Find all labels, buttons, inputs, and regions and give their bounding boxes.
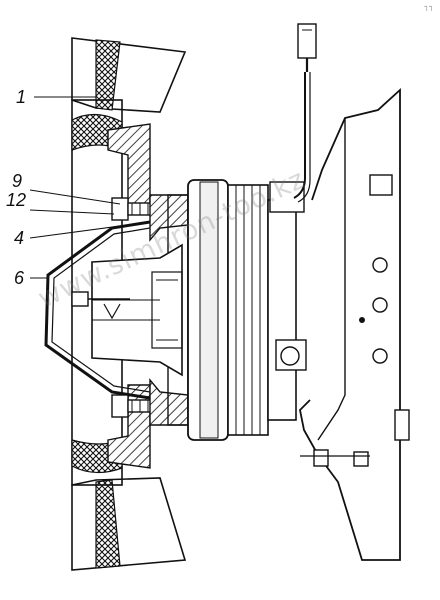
- corner-mark: ┐┐: [424, 2, 434, 11]
- drive-hub: [269, 181, 307, 371]
- clutch-cover: [44, 220, 151, 400]
- callout-label-1: 1: [16, 87, 27, 107]
- fan-blade-upper: [71, 37, 187, 113]
- fan-hub-web-upper: [107, 123, 151, 206]
- fan-blade-lower: [71, 477, 187, 571]
- electrical-connector: [293, 23, 317, 203]
- leader-lines: [29, 96, 151, 279]
- callout-label-9: 9: [12, 171, 23, 191]
- clutch-body: [71, 243, 183, 377]
- engine-housing: [299, 87, 410, 561]
- callout-label-4: 4: [14, 228, 25, 248]
- callout-label-6: 6: [14, 268, 25, 288]
- callout-label-12: 12: [6, 190, 27, 210]
- pulley-drum: [187, 179, 297, 441]
